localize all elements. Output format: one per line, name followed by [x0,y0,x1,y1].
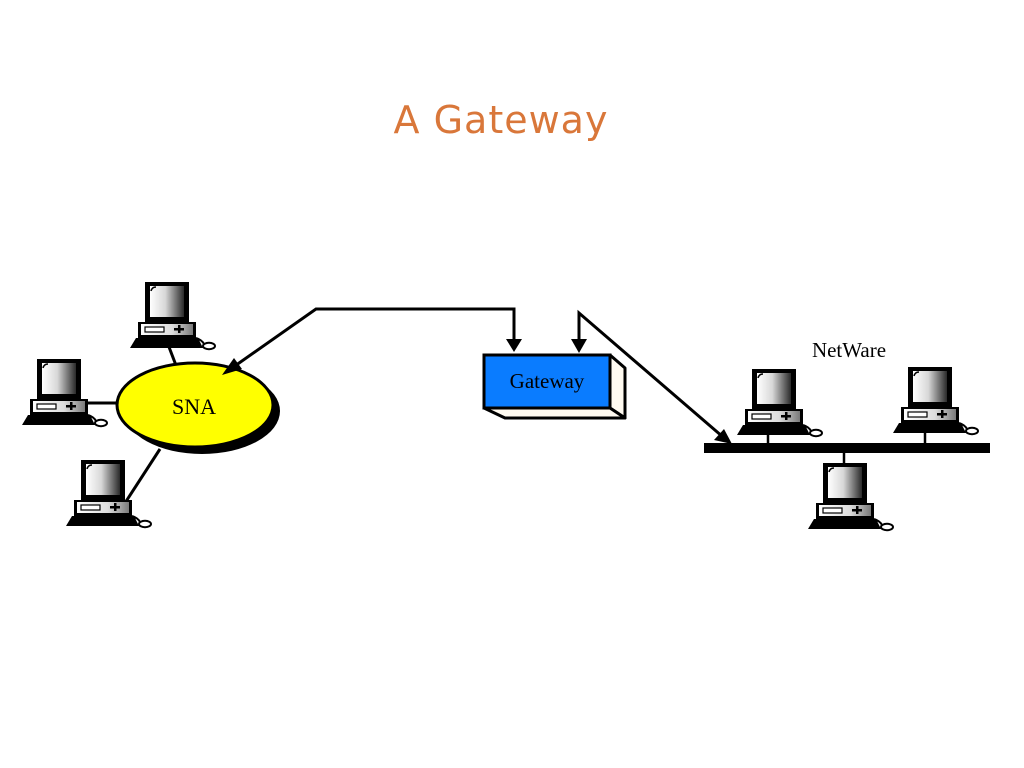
slide-title: A Gateway [393,98,609,142]
sna-link-bottom [123,448,162,504]
connection-gateway-netware [571,309,732,444]
gateway-label: Gateway [510,369,585,393]
netware-bus [704,443,990,453]
connector-line [231,307,516,370]
connector-line [577,309,724,439]
netware-label: NetWare [812,338,886,362]
arrowhead-to-sna [222,358,242,375]
netware-computer-left [736,368,823,438]
sna-computer-bottom [65,459,152,529]
sna-network: SNA [21,281,280,529]
netware-computer-bottom [807,462,894,532]
arrowhead-to-gateway [506,339,522,352]
sna-ellipse [115,361,275,449]
gateway-box-front [482,353,612,410]
sna-computer-left [21,358,108,428]
connection-gateway-sna [222,307,522,375]
arrowhead-to-netware [714,429,732,444]
gateway-node: Gateway [482,353,627,420]
sna-label: SNA [172,394,216,419]
netware-network: NetWare [704,338,990,532]
arrowhead-to-gateway [571,339,587,353]
sna-computer-top [129,281,216,351]
netware-computer-right [892,366,979,436]
